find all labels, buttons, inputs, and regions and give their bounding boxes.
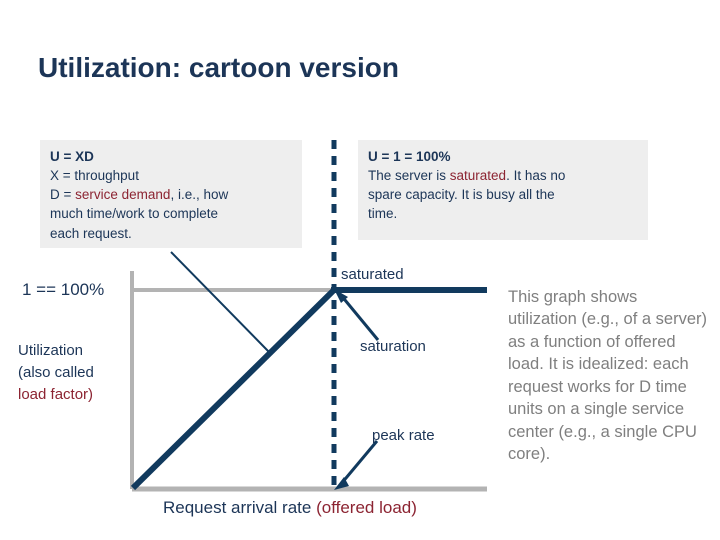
- formula-line-3-suffix: , i.e., how: [170, 187, 229, 203]
- saturation-u-equals-one: U = 1 = 100%: [368, 149, 451, 164]
- x-axis-title-highlight: (offered load): [316, 498, 417, 517]
- graph-explanation-text: This graph shows utilization (e.g., of a…: [508, 288, 707, 464]
- peak-rate-arrow-head: [334, 477, 349, 490]
- saturation-arrow-head: [334, 289, 348, 303]
- y-axis-title: Utilization (also called load factor): [18, 340, 133, 407]
- service-demand-highlight: service demand: [75, 187, 171, 203]
- formula-line-1: U = XD: [50, 147, 292, 166]
- saturation-line-2-prefix: The server is: [368, 168, 450, 184]
- formula-line-5: each request.: [50, 225, 132, 241]
- formula-line-3: D = service demand, i.e., how: [50, 185, 292, 204]
- saturation-line-2-suffix: . It has no: [506, 168, 566, 184]
- x-axis-title-prefix: Request arrival rate: [163, 498, 317, 517]
- formula-u-equals-xd: U = XD: [50, 149, 94, 164]
- peak-rate-arrow-shaft: [339, 440, 379, 485]
- y-axis-top-tick-label: 1 == 100%: [22, 280, 105, 299]
- annotation-saturation: saturation: [360, 338, 426, 355]
- saturation-line-1: U = 1 = 100%: [368, 147, 638, 166]
- utilization-formula-box: U = XD X = throughput D = service demand…: [40, 140, 302, 248]
- saturation-arrow-shaft: [338, 293, 380, 341]
- formula-line-4: much time/work to complete: [50, 206, 219, 222]
- utilization-rising-line: [130, 287, 337, 491]
- y-axis-title-line-1: Utilization: [18, 342, 84, 359]
- formula-line-2: X = throughput: [50, 168, 139, 184]
- saturation-line-4: time.: [368, 206, 398, 222]
- y-axis-title-line-3-highlight: load factor): [18, 386, 94, 404]
- annotation-peak-rate: peak rate: [372, 427, 435, 444]
- formula-line-3-prefix: D =: [50, 187, 76, 203]
- annotation-saturated: saturated: [341, 266, 404, 283]
- saturation-line-2: The server is saturated. It has no: [368, 166, 638, 185]
- x-axis-title: Request arrival rate (offered load): [163, 497, 417, 520]
- saturated-highlight: saturated: [449, 168, 507, 184]
- page-title: Utilization: cartoon version: [38, 52, 399, 83]
- y-axis-title-line-2: (also called: [18, 364, 94, 382]
- formula-pointer-line: [170, 251, 270, 353]
- saturation-line-3: spare capacity. It is busy all the: [368, 187, 555, 203]
- saturation-definition-box: U = 1 = 100% The server is saturated. It…: [358, 140, 648, 240]
